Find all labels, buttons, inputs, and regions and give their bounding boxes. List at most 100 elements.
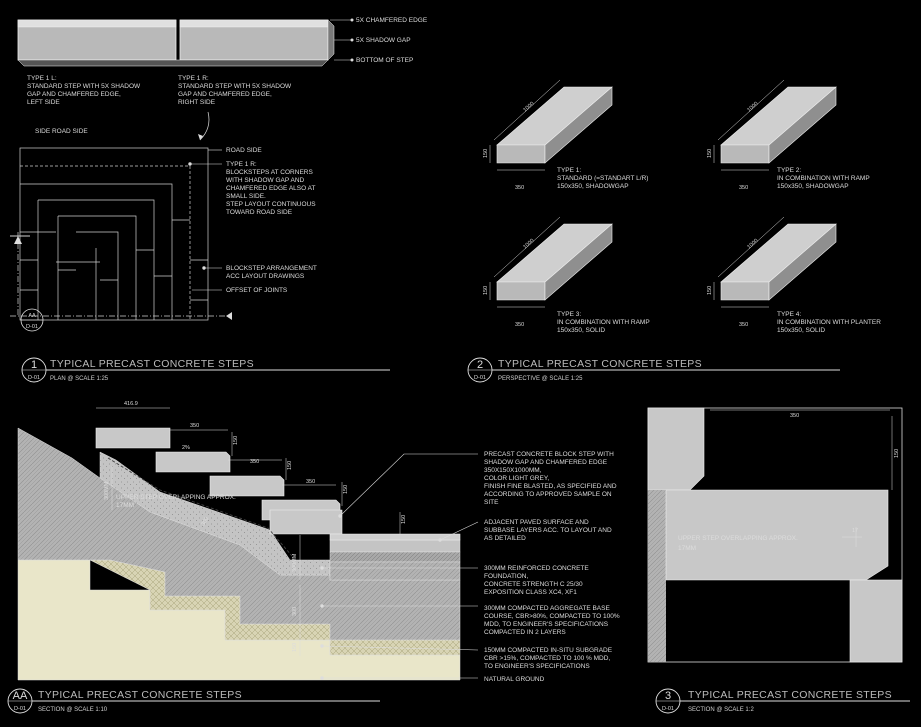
callout-chamfered-edge: 5X CHAMFERED EDGE <box>356 17 428 24</box>
section-note-foundation: 300MM REINFORCED CONCRETE FOUNDATION, CO… <box>484 565 589 596</box>
persp3-label: TYPE 3: IN COMBINATION WITH RAMP 150x350… <box>557 311 650 334</box>
step-elevation-strip <box>17 18 354 67</box>
detail1-title-block: 1 D-01 TYPICAL PRECAST CONCRETE STEPS PL… <box>21 357 390 383</box>
svg-text:D-01: D-01 <box>474 375 486 381</box>
svg-text:EXPOSITION CLASS XC4, XF1: EXPOSITION CLASS XC4, XF1 <box>484 589 577 596</box>
svg-text:150: 150 <box>287 461 293 470</box>
persp4-label: TYPE 4: IN COMBINATION WITH PLANTER 150x… <box>777 311 881 334</box>
persp1-len: 1000 <box>522 101 535 114</box>
svg-text:TYPE 4:: TYPE 4: <box>777 311 801 318</box>
svg-text:300: 300 <box>201 516 211 527</box>
svg-text:2: 2 <box>477 359 483 371</box>
svg-text:416.9: 416.9 <box>124 401 138 407</box>
persp3-w: 350 <box>515 322 524 328</box>
svg-text:300MM: 300MM <box>292 553 298 572</box>
svg-text:TYPE 3:: TYPE 3: <box>557 311 581 318</box>
svg-text:TYPE 1 R:: TYPE 1 R: <box>226 161 257 168</box>
svg-text:350X150X1000MM,: 350X150X1000MM, <box>484 467 542 474</box>
road-side-label: ROAD SIDE <box>226 147 262 154</box>
svg-text:D-01: D-01 <box>14 706 26 712</box>
section-dimensions: 416.9 350 350 350 2% 150 150 150 150 300… <box>104 401 407 652</box>
plan-offset-note: OFFSET OF JOINTS <box>226 287 288 294</box>
svg-text:300: 300 <box>292 607 298 616</box>
persp1-w: 350 <box>515 185 524 191</box>
persp4-w: 350 <box>739 322 748 328</box>
detail2-title-block: 2 D-01 TYPICAL PRECAST CONCRETE STEPS PE… <box>467 357 840 383</box>
detail3-drawing <box>647 407 903 663</box>
callout-bottom-of-step: BOTTOM OF STEP <box>356 57 413 64</box>
svg-text:LEFT SIDE: LEFT SIDE <box>27 99 60 106</box>
svg-text:D-01: D-01 <box>26 324 38 330</box>
svg-text:RIGHT SIDE: RIGHT SIDE <box>178 99 216 106</box>
svg-text:UPPER STEP OVERLAPPING APPROX.: UPPER STEP OVERLAPPING APPROX. <box>116 494 236 501</box>
svg-text:TYPICAL PRECAST CONCRETE STEPS: TYPICAL PRECAST CONCRETE STEPS <box>688 689 892 701</box>
svg-text:STANDARD (=STANDART L/R): STANDARD (=STANDART L/R) <box>557 175 648 182</box>
section-aa-drawing <box>17 407 461 681</box>
svg-text:AA: AA <box>28 313 36 319</box>
svg-text:GAP AND CHAMFERED EDGE,: GAP AND CHAMFERED EDGE, <box>178 91 272 98</box>
svg-text:1: 1 <box>31 359 37 371</box>
svg-text:SECTION @ SCALE 1:2: SECTION @ SCALE 1:2 <box>688 707 754 713</box>
svg-text:ADJACENT PAVED SURFACE AND: ADJACENT PAVED SURFACE AND <box>484 519 589 526</box>
detail3-overlap-note: UPPER STEP OVERLAPPING APPROX. 17MM <box>678 535 798 552</box>
detail3-dim-top: 350 <box>790 413 799 419</box>
section-note-subgrade: 150MM COMPACTED IN-SITU SUBGRADE CBR >15… <box>484 647 613 670</box>
section-leaders <box>320 453 479 680</box>
svg-text:ACCORDING TO APPROVED SAMPLE O: ACCORDING TO APPROVED SAMPLE ON <box>484 491 612 498</box>
plan-section-marker: AA D-01 <box>20 308 44 332</box>
svg-text:BLOCKSTEPS AT CORNERS: BLOCKSTEPS AT CORNERS <box>226 169 313 176</box>
plan-leaders <box>188 149 222 291</box>
persp2-w: 350 <box>739 185 748 191</box>
svg-text:350: 350 <box>306 479 315 485</box>
type1r-note: TYPE 1 R: STANDARD STEP WITH 5X SHADOW G… <box>178 75 292 106</box>
svg-text:PERSPECTIVE @ SCALE 1:25: PERSPECTIVE @ SCALE 1:25 <box>498 376 583 382</box>
svg-text:SITE: SITE <box>484 499 499 506</box>
svg-text:COURSE, CBR>80%, COMPACTED TO: COURSE, CBR>80%, COMPACTED TO 100% <box>484 613 620 620</box>
svg-text:300MM: 300MM <box>104 481 110 500</box>
svg-text:IN COMBINATION WITH RAMP: IN COMBINATION WITH RAMP <box>777 175 870 182</box>
svg-text:150: 150 <box>401 515 407 524</box>
svg-text:TYPE 1 R:: TYPE 1 R: <box>178 75 209 82</box>
persp2-len: 1000 <box>746 101 759 114</box>
svg-text:SUBBASE LAYERS ACC. TO LAYOUT: SUBBASE LAYERS ACC. TO LAYOUT AND <box>484 527 612 534</box>
svg-text:150: 150 <box>343 485 349 494</box>
section-note-aggregate: 300MM COMPACTED AGGREGATE BASE COURSE, C… <box>484 605 620 636</box>
svg-text:CHAMFERED EDGE ALSO AT: CHAMFERED EDGE ALSO AT <box>226 185 315 192</box>
svg-text:17MM: 17MM <box>678 545 696 552</box>
svg-text:TYPE 2:: TYPE 2: <box>777 167 801 174</box>
svg-text:TOWARD ROAD SIDE: TOWARD ROAD SIDE <box>226 209 293 216</box>
leader-arrow <box>199 111 210 141</box>
svg-text:IN COMBINATION WITH PLANTER: IN COMBINATION WITH PLANTER <box>777 319 881 326</box>
svg-text:350: 350 <box>250 459 259 465</box>
detail3-title-block: 3 D-01 TYPICAL PRECAST CONCRETE STEPS SE… <box>655 688 910 714</box>
svg-text:IN COMBINATION WITH RAMP: IN COMBINATION WITH RAMP <box>557 319 650 326</box>
svg-text:150x350, SHADOWGAP: 150x350, SHADOWGAP <box>557 183 629 190</box>
perspective-step-1 <box>489 79 613 171</box>
svg-text:STANDARD STEP WITH 5X SHADOW: STANDARD STEP WITH 5X SHADOW <box>178 83 292 90</box>
section-note-step: PRECAST CONCRETE BLOCK STEP WITH SHADOW … <box>484 451 617 506</box>
svg-text:300MM REINFORCED CONCRETE: 300MM REINFORCED CONCRETE <box>484 565 589 572</box>
svg-text:CBR >15%, COMPACTED TO 100 % M: CBR >15%, COMPACTED TO 100 % MDD, <box>484 655 610 662</box>
svg-text:TYPICAL PRECAST CONCRETE STEPS: TYPICAL PRECAST CONCRETE STEPS <box>50 358 254 370</box>
svg-text:350: 350 <box>190 423 199 429</box>
persp4-h: 150 <box>707 286 713 295</box>
svg-text:SECTION @ SCALE 1:10: SECTION @ SCALE 1:10 <box>38 707 108 713</box>
svg-text:COMPACTED IN 2 LAYERS: COMPACTED IN 2 LAYERS <box>484 629 566 636</box>
persp1-label: TYPE 1: STANDARD (=STANDART L/R) 150x350… <box>557 167 648 190</box>
side-road-label: SIDE ROAD SIDE <box>35 128 88 135</box>
perspective-step-3 <box>489 216 613 308</box>
svg-text:BLOCKSTEP ARRANGEMENT: BLOCKSTEP ARRANGEMENT <box>226 265 317 272</box>
plan-arrangement-note: BLOCKSTEP ARRANGEMENT ACC LAYOUT DRAWING… <box>226 265 317 280</box>
section-note-ground: NATURAL GROUND <box>484 676 545 683</box>
svg-text:D-01: D-01 <box>662 706 674 712</box>
svg-text:300MM COMPACTED AGGREGATE BASE: 300MM COMPACTED AGGREGATE BASE <box>484 605 610 612</box>
svg-text:MDD, TO ENGINEER'S SPECIFICATI: MDD, TO ENGINEER'S SPECIFICATIONS <box>484 621 609 628</box>
detail3-small-dim: 17 <box>852 528 858 534</box>
svg-text:STEP LAYOUT CONTINUOUS: STEP LAYOUT CONTINUOUS <box>226 201 316 208</box>
svg-text:150: 150 <box>292 643 298 652</box>
svg-text:ACC LAYOUT DRAWINGS: ACC LAYOUT DRAWINGS <box>226 273 305 280</box>
persp1-h: 150 <box>483 149 489 158</box>
persp3-len: 1000 <box>522 238 535 251</box>
svg-text:SHADOW GAP AND CHAMFERED EDGE: SHADOW GAP AND CHAMFERED EDGE <box>484 459 608 466</box>
